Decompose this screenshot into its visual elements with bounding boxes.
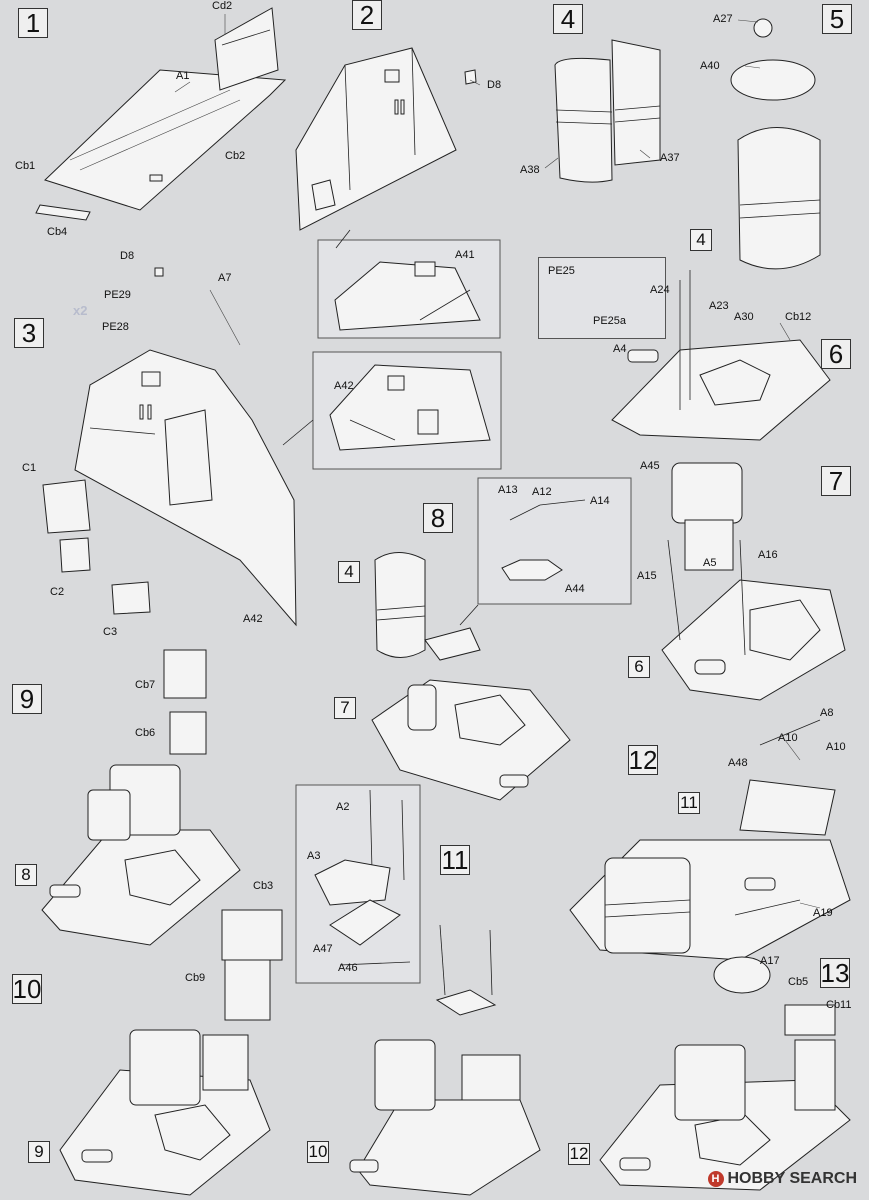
step10-ref-9: 9 (28, 1141, 50, 1163)
part-label-a42: A42 (243, 613, 263, 625)
part-label-a27: A27 (713, 13, 733, 25)
part-label-c1: C1 (22, 462, 37, 474)
part-label-a48: A48 (728, 757, 748, 769)
part-label-cb1: Cb1 (15, 160, 36, 172)
part-label-a10-right: A10 (826, 741, 846, 753)
step7-ref-6: 6 (628, 656, 650, 678)
part-label-a8: A8 (820, 707, 834, 719)
part-label-cb2: Cb2 (225, 150, 246, 162)
part-label-a37: A37 (660, 152, 680, 164)
part-label-a13: A13 (498, 484, 518, 496)
part-label-a15: A15 (637, 570, 657, 582)
part-label-a7: A7 (218, 272, 232, 284)
step2-inset-a41 (317, 239, 501, 339)
step10-drawing (59, 909, 283, 1196)
step11-inset-drawing (295, 784, 421, 984)
part-label-c2: C2 (50, 586, 65, 598)
part-label-a4: A4 (613, 343, 627, 355)
part-label-cb12: Cb12 (785, 311, 812, 323)
step2-inset-a42 (312, 351, 502, 470)
step-number-3: 3 (14, 318, 44, 348)
step-number-7: 7 (821, 466, 851, 496)
watermark-text: HOBBY SEARCH (727, 1170, 858, 1187)
part-label-a46: A46 (338, 962, 358, 974)
part-label-a30: A30 (734, 311, 754, 323)
part-label-cb4: Cb4 (47, 226, 68, 238)
part-label-a17: A17 (760, 955, 780, 967)
part-label-a3: A3 (307, 850, 321, 862)
step13-ref-12: 12 (568, 1143, 590, 1165)
step8-ref-4: 4 (338, 561, 360, 583)
step-number-1: 1 (18, 8, 48, 38)
part-label-pe28: PE28 (102, 321, 129, 333)
part-label-cb3: Cb3 (253, 880, 274, 892)
step-number-6: 6 (821, 339, 851, 369)
step8-inset (477, 477, 632, 605)
part-label-a16: A16 (758, 549, 778, 561)
part-label-pe29: PE29 (104, 289, 131, 301)
step6-inset-pe25 (538, 257, 666, 339)
leader-lines (174, 14, 821, 909)
step13-drawing (599, 956, 851, 1191)
step12-ref-11: 11 (678, 792, 700, 814)
step-number-8: 8 (423, 503, 453, 533)
part-label-cb5: Cb5 (788, 976, 809, 988)
step-number-10: 10 (12, 973, 42, 1004)
part-label-d8-step2: D8 (487, 79, 502, 91)
part-label-a44: A44 (565, 583, 585, 595)
step-number-13: 13 (820, 957, 850, 988)
step1-drawing (35, 7, 287, 221)
step4-drawing (554, 39, 661, 183)
step-number-12: 12 (628, 744, 658, 775)
part-label-a24: A24 (650, 284, 670, 296)
part-label-pe25a: PE25a (593, 315, 627, 327)
step-number-4: 4 (553, 4, 583, 34)
part-label-a40: A40 (700, 60, 720, 72)
part-label-a2: A2 (336, 801, 350, 813)
step8-ref-7: 7 (334, 697, 356, 719)
step-number-2: 2 (352, 0, 382, 30)
part-label-d8-step3: D8 (120, 250, 135, 262)
quantity-x2: x2 (73, 303, 88, 318)
step-number-11: 11 (440, 844, 470, 875)
part-label-cb7: Cb7 (135, 679, 156, 691)
part-label-c3: C3 (103, 626, 118, 638)
step2-drawing (295, 47, 477, 231)
part-label-a38: A38 (520, 164, 540, 176)
part-label-a1: A1 (176, 70, 190, 82)
step-number-9: 9 (12, 684, 42, 714)
part-label-a45: A45 (640, 460, 660, 472)
step12-drawing (569, 719, 851, 961)
part-label-a19: A19 (813, 907, 833, 919)
step5-drawing (730, 18, 821, 270)
step11-ref-10: 10 (307, 1141, 329, 1163)
part-label-a5: A5 (703, 557, 717, 569)
part-label-a10-left: A10 (778, 732, 798, 744)
step3-drawing (42, 267, 297, 627)
part-label-a42-inset: A42 (334, 380, 354, 392)
hobby-search-logo-icon: H (707, 1171, 724, 1187)
step11-drawing (349, 924, 541, 1196)
part-label-a12: A12 (532, 486, 552, 498)
part-label-a41: A41 (455, 249, 475, 261)
part-label-a14: A14 (590, 495, 610, 507)
part-label-a23: A23 (709, 300, 729, 312)
step8-drawing (371, 552, 571, 801)
step9-drawing (41, 649, 241, 946)
part-label-cd2: Cd2 (212, 0, 233, 12)
step7-drawing (661, 462, 846, 701)
watermark: H HOBBY SEARCH (707, 1170, 858, 1188)
step9-ref-8: 8 (15, 864, 37, 886)
part-label-a47: A47 (313, 943, 333, 955)
step-number-5: 5 (822, 4, 852, 34)
part-label-cb9: Cb9 (185, 972, 206, 984)
step5-ref-4: 4 (690, 229, 712, 251)
part-label-cb6: Cb6 (135, 727, 156, 739)
part-label-pe25: PE25 (548, 265, 575, 277)
part-label-cb11: Cb11 (826, 999, 852, 1011)
